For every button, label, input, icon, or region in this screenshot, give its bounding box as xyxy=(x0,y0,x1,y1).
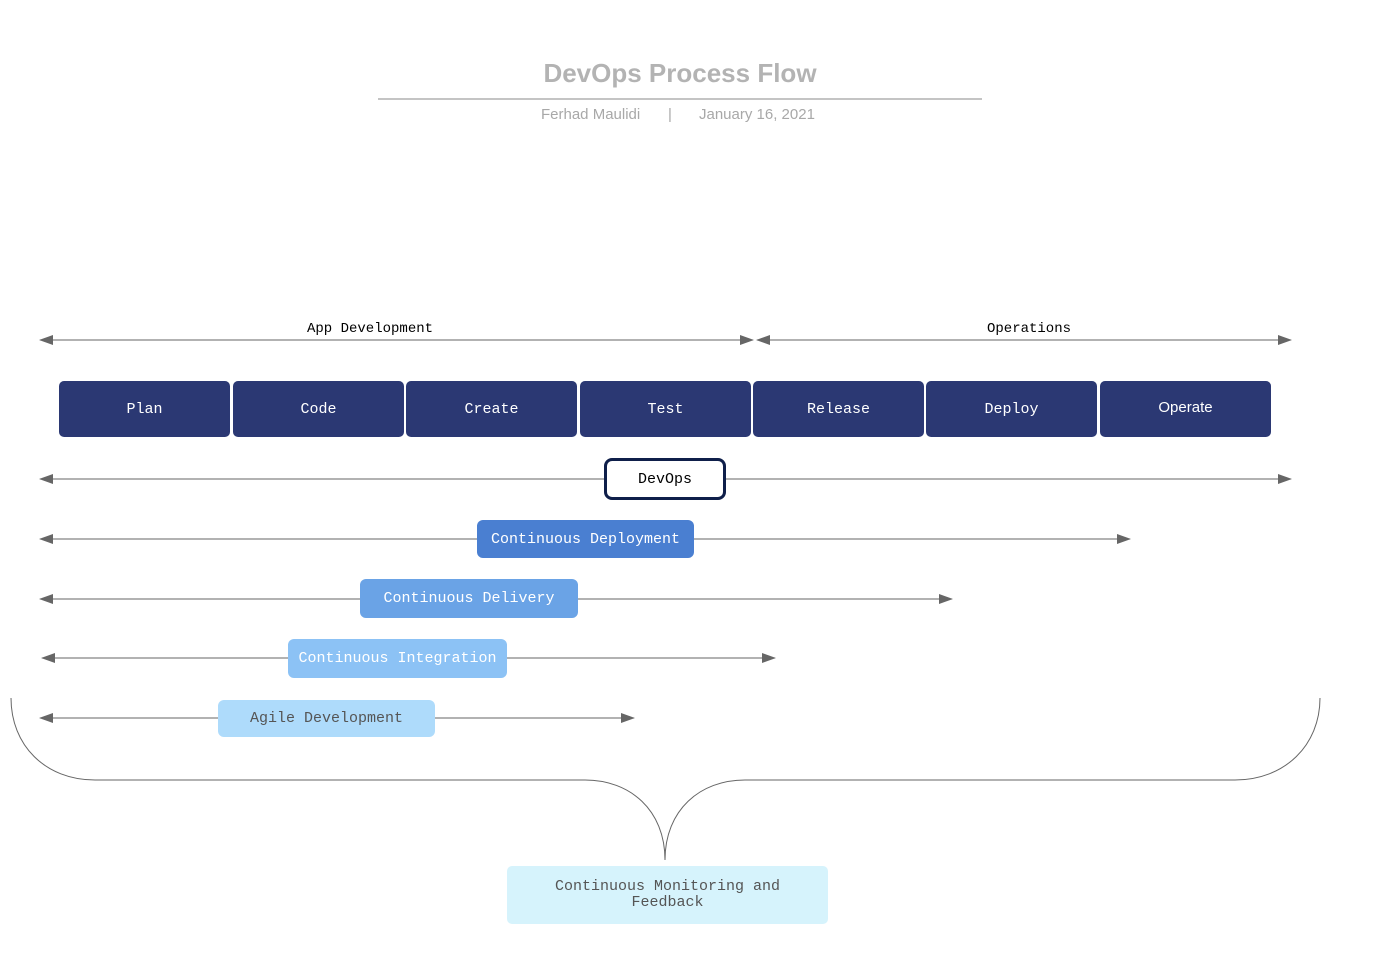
stage-operate: Operate xyxy=(1100,381,1271,437)
stage-code: Code xyxy=(233,381,404,437)
title-divider xyxy=(378,98,982,100)
operations-label: Operations xyxy=(985,321,1074,337)
meta-separator: | xyxy=(668,106,672,123)
monitoring-feedback-box: Continuous Monitoring and Feedback xyxy=(507,866,828,924)
stage-release: Release xyxy=(753,381,924,437)
devops-box: DevOps xyxy=(604,458,726,500)
stage-test: Test xyxy=(580,381,751,437)
feedback-brace xyxy=(10,697,1321,861)
stage-plan: Plan xyxy=(59,381,230,437)
stage-deploy: Deploy xyxy=(926,381,1097,437)
continuous-deployment-box: Continuous Deployment xyxy=(477,520,694,558)
document-date: January 16, 2021 xyxy=(699,106,815,123)
author-name: Ferhad Maulidi xyxy=(541,106,641,123)
stage-create: Create xyxy=(406,381,577,437)
continuous-integration-box: Continuous Integration xyxy=(288,639,507,678)
continuous-delivery-box: Continuous Delivery xyxy=(360,579,578,618)
app-development-label: App Development xyxy=(305,321,436,337)
page-title: DevOps Process Flow xyxy=(543,58,817,88)
agile-development-box: Agile Development xyxy=(218,700,435,737)
